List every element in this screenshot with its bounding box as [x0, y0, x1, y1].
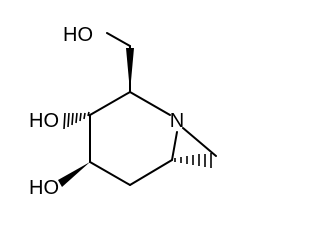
bond-c5-bridgehead	[129, 159, 173, 186]
bond-n-bridgehead	[171, 131, 178, 161]
bond-c4-c5	[89, 161, 131, 186]
bond-ho-ch2	[106, 32, 131, 47]
hashed-bond-bridgehead-ch2	[174, 153, 212, 168]
atom-label-c4-oh: HO	[29, 177, 59, 199]
atom-label-hydroxymethyl-oh: HO	[63, 24, 93, 46]
bond-c2-c3	[89, 91, 131, 116]
bonds	[89, 32, 217, 186]
atom-label-c3-oh: HO	[29, 110, 59, 132]
hashed-bond-c3-oh	[63, 111, 90, 130]
atom-label-ring-nitrogen: N	[170, 110, 184, 132]
molecule-structure-diagram: HO HO HO N	[29, 24, 217, 199]
wedge-bond-c4-oh	[58, 162, 90, 187]
bond-n-aziridine-ch2	[182, 127, 217, 157]
bond-c2-n	[129, 91, 171, 116]
wedge-bond-c2-ch2	[126, 48, 134, 92]
